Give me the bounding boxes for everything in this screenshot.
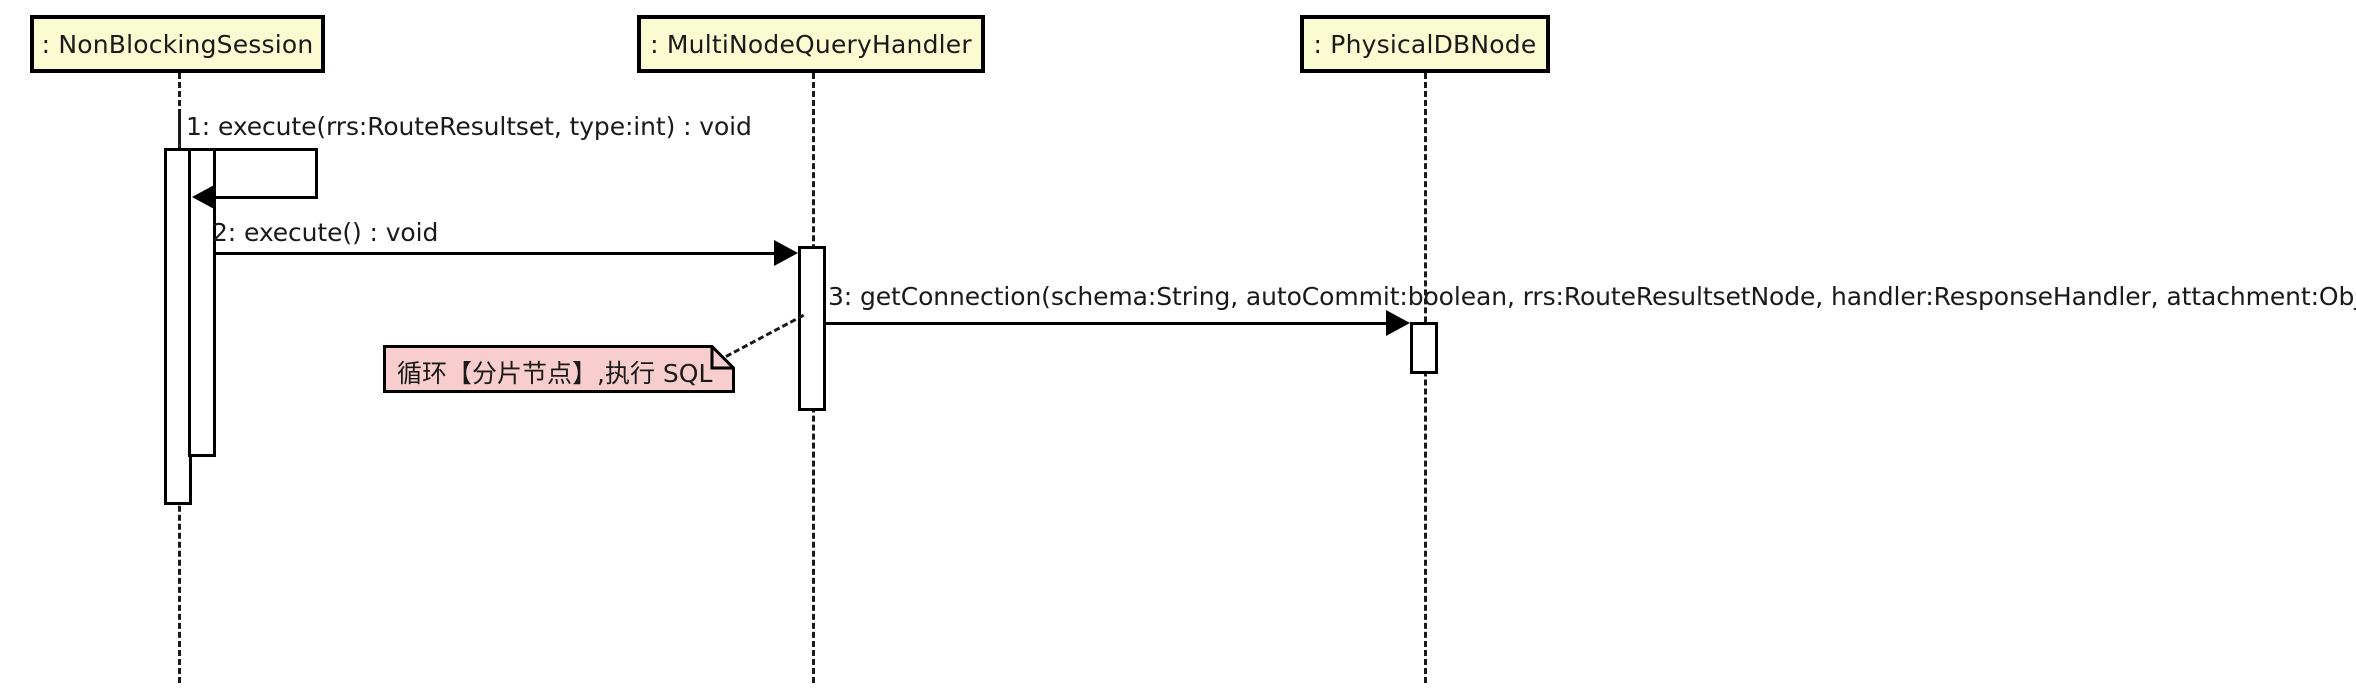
note-text-loop-shard: 循环【分片节点】,执行 SQL xyxy=(397,359,713,388)
self-call-segment-top xyxy=(214,148,318,151)
activation-bar-multinodequeryhandler xyxy=(798,246,826,411)
lifeline-stem-physicaldbnode xyxy=(1424,73,1427,683)
lifeline-header-nonblockingsession[interactable]: : NonBlockingSession xyxy=(30,15,325,73)
message-label-1: 1: execute(rrs:RouteResultset, type:int)… xyxy=(186,112,752,141)
message-arrowhead-3 xyxy=(1386,310,1410,336)
note-loop-shard[interactable]: 循环【分片节点】,执行 SQL xyxy=(383,345,735,393)
message-line-3 xyxy=(826,322,1388,325)
activation-bar-physicaldbnode xyxy=(1410,322,1438,374)
lifeline-label-multinodequeryhandler: : MultiNodeQueryHandler xyxy=(650,29,972,59)
lifeline-header-multinodequeryhandler[interactable]: : MultiNodeQueryHandler xyxy=(637,15,985,73)
note-connector-line xyxy=(725,313,805,358)
message-arrowhead-2 xyxy=(774,240,798,266)
self-call-arrowhead xyxy=(192,184,216,210)
self-call-segment-right xyxy=(315,148,318,198)
lifeline-header-physicaldbnode[interactable]: : PhysicalDBNode xyxy=(1300,15,1550,73)
message-label-3: 3: getConnection(schema:String, autoComm… xyxy=(828,282,2356,311)
message-line-2 xyxy=(216,252,776,255)
lifeline-label-nonblockingsession: : NonBlockingSession xyxy=(41,29,314,59)
self-call-segment-bottom xyxy=(215,196,318,199)
lifeline-label-physicaldbnode: : PhysicalDBNode xyxy=(1313,29,1537,59)
message-label-2: 2: execute() : void xyxy=(212,218,439,247)
found-message-tick-1 xyxy=(178,113,181,145)
